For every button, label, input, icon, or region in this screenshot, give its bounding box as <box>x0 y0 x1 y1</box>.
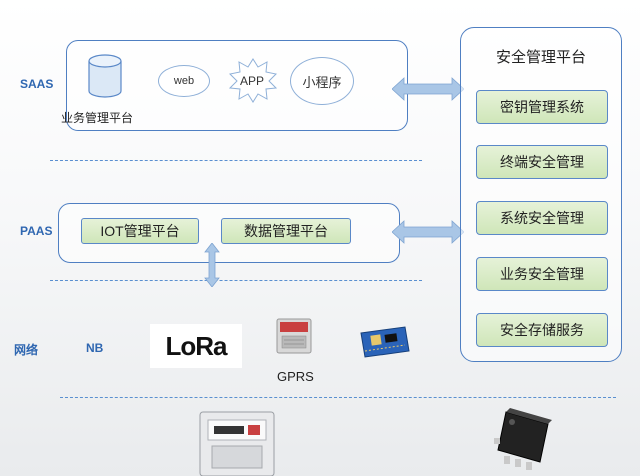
mini-program-label: 小程序 <box>302 74 342 90</box>
security-item-label: 密钥管理系统 <box>500 99 584 115</box>
iot-platform-box: IOT管理平台 <box>81 218 199 244</box>
nb-module-image <box>360 326 410 358</box>
security-platform-title: 安全管理平台 <box>495 49 586 66</box>
smart-meter-image <box>199 411 275 476</box>
paas-security-arrow <box>392 220 464 244</box>
saas-layer-label: SAAS <box>20 77 54 91</box>
app-burst-shape <box>228 58 278 103</box>
security-item-key-management: 密钥管理系统 <box>476 90 608 124</box>
security-item-storage: 安全存储服务 <box>476 313 608 347</box>
security-platform-panel: 安全管理平台 密钥管理系统 终端安全管理 系统安全管理 业务安全管理 安全存储服… <box>460 27 622 362</box>
mini-program-oval: 小程序 <box>290 57 354 105</box>
data-platform-label: 数据管理平台 <box>244 223 328 239</box>
paas-panel: IOT管理平台 数据管理平台 <box>58 203 400 263</box>
security-item-label: 系统安全管理 <box>500 210 584 226</box>
gprs-module-image <box>276 318 312 354</box>
saas-panel: 业务管理平台 web APP 小程序 <box>61 40 408 131</box>
nb-label: NB <box>86 341 104 355</box>
web-oval: web <box>158 65 210 97</box>
security-chip-image <box>494 408 552 470</box>
security-item-label: 安全存储服务 <box>500 322 584 338</box>
iot-platform-label: IOT管理平台 <box>100 223 180 239</box>
saas-paas-divider <box>50 160 422 161</box>
security-item-label: 终端安全管理 <box>500 154 584 170</box>
paas-layer-label: PAAS <box>20 224 53 238</box>
app-label: APP <box>240 74 265 88</box>
security-item-system: 系统安全管理 <box>476 201 608 235</box>
gprs-label: GPRS <box>277 369 314 384</box>
security-item-business: 业务安全管理 <box>476 257 608 291</box>
saas-security-arrow <box>392 77 464 101</box>
data-platform-box: 数据管理平台 <box>221 218 351 244</box>
network-layer-label: 网络 <box>14 343 39 357</box>
lora-logo: LoRa <box>150 324 242 368</box>
business-platform-label: 业务管理平台 <box>61 111 134 125</box>
paas-network-divider <box>50 280 422 281</box>
network-device-divider <box>60 397 616 398</box>
security-item-terminal: 终端安全管理 <box>476 145 608 179</box>
security-item-label: 业务安全管理 <box>500 266 584 282</box>
web-label: web <box>173 75 195 87</box>
database-icon <box>88 54 122 98</box>
vertical-double-arrow <box>204 243 220 287</box>
